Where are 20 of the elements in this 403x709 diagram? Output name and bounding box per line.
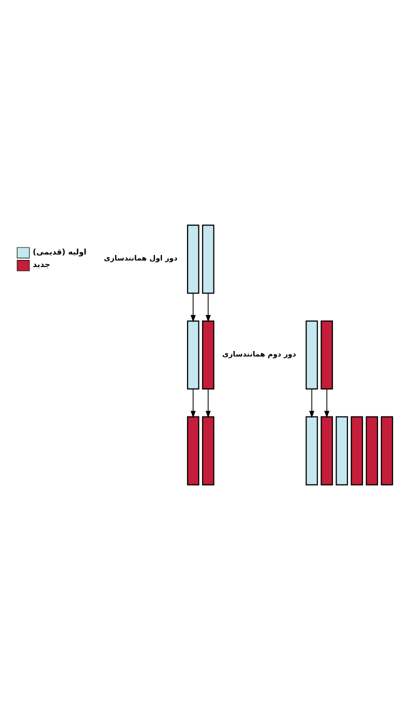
node-bar — [336, 416, 348, 485]
node-bar — [187, 416, 200, 485]
node-bar — [202, 416, 214, 485]
node-bar — [306, 416, 318, 485]
arrow — [190, 388, 196, 418]
node-bar — [202, 224, 214, 294]
arrow — [206, 388, 211, 418]
node-bar — [187, 224, 200, 294]
node-bar — [202, 320, 214, 390]
arrow — [206, 292, 211, 322]
node-bar — [366, 416, 378, 485]
node-bar — [380, 416, 394, 485]
arrow — [190, 292, 196, 322]
arrow — [324, 388, 330, 418]
node-bar — [350, 416, 364, 485]
node-bar — [187, 320, 200, 390]
node-bar — [320, 320, 333, 390]
arrow — [309, 388, 314, 418]
node-bar — [320, 416, 333, 485]
node-bar — [306, 320, 318, 390]
